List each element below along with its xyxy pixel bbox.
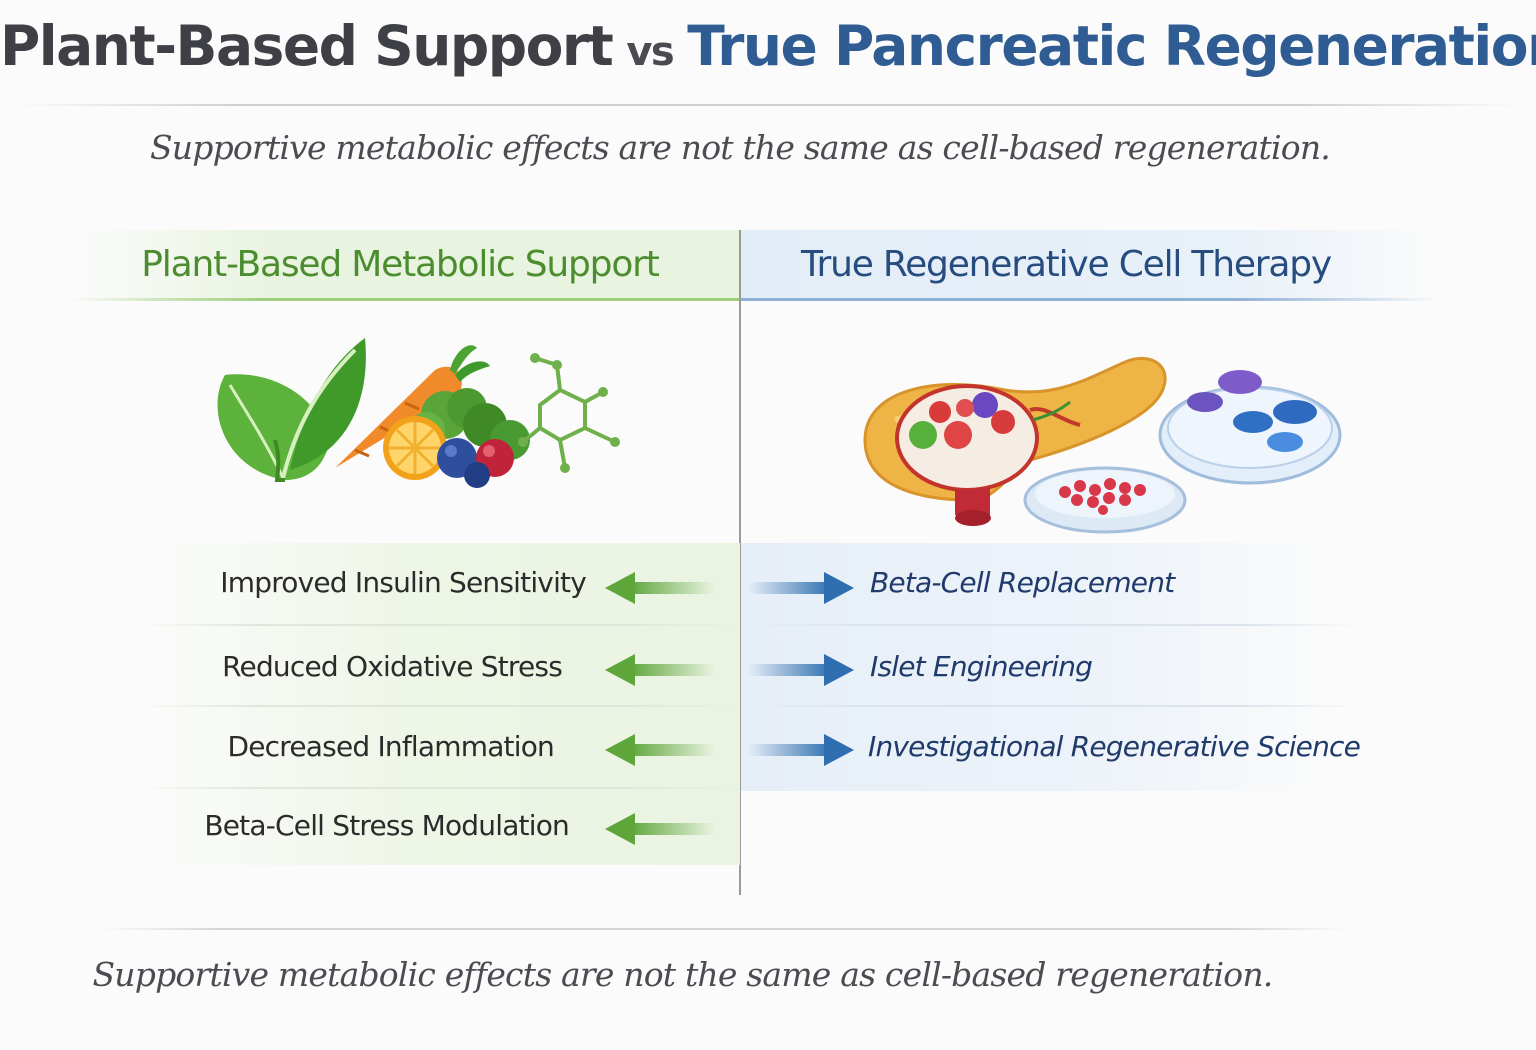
page-title: Plant-Based Support vs True Pancreatic Reg…: [0, 14, 1536, 78]
title-vs: vs: [626, 29, 674, 75]
left-item: Reduced Oxidative Stress: [222, 650, 563, 683]
center-divider: [739, 230, 741, 895]
carrot-icon: [335, 345, 490, 468]
row-separator: [140, 624, 740, 626]
left-item: Improved Insulin Sensitivity: [220, 566, 587, 599]
petri-dish-small-icon: [1023, 466, 1187, 534]
arrow-right-icon: [748, 654, 854, 686]
row-separator: [140, 705, 740, 707]
leaf-icon: [217, 338, 366, 482]
left-list-panel: [140, 543, 740, 865]
bottom-divider: [100, 928, 1350, 930]
left-header-background: [70, 230, 740, 300]
right-column-title: True Regenerative Cell Therapy: [801, 244, 1332, 285]
row-separator: [741, 624, 1361, 626]
right-header-background: [741, 230, 1441, 300]
subtitle-bottom: Supportive metabolic effects are not the…: [92, 955, 1274, 994]
right-item: Islet Engineering: [870, 650, 1093, 683]
arrow-left-icon: [605, 654, 715, 686]
left-header-underline: [70, 298, 740, 301]
orange-slice-icon: [383, 416, 447, 480]
top-divider: [15, 104, 1521, 106]
left-item: Beta-Cell Stress Modulation: [204, 809, 569, 842]
arrow-left-icon: [605, 572, 715, 604]
right-header-underline: [741, 298, 1441, 301]
arrow-right-icon: [748, 734, 854, 766]
molecule-icon: [521, 356, 616, 469]
pancreas-petri-icon: [863, 356, 1342, 534]
plant-foods-icon: [217, 338, 620, 488]
subtitle-top: Supportive metabolic effects are not the…: [150, 128, 1331, 167]
left-item: Decreased Inflammation: [227, 730, 555, 763]
title-part-regeneration: True Pancreatic Regeneration: [687, 14, 1536, 78]
pancreas-icon: [863, 356, 1167, 526]
row-separator: [140, 787, 740, 789]
left-column-title: Plant-Based Metabolic Support: [141, 244, 660, 285]
arrow-right-icon: [748, 572, 854, 604]
right-item: Investigational Regenerative Science: [868, 730, 1361, 763]
title-part-plant: Plant-Based Support: [0, 14, 614, 78]
berries-icon: [437, 438, 514, 488]
arrow-left-icon: [605, 813, 715, 845]
row-separator: [741, 705, 1361, 707]
petri-dish-large-icon: [1158, 370, 1342, 485]
arrow-left-icon: [605, 734, 715, 766]
right-item: Beta-Cell Replacement: [870, 566, 1175, 599]
